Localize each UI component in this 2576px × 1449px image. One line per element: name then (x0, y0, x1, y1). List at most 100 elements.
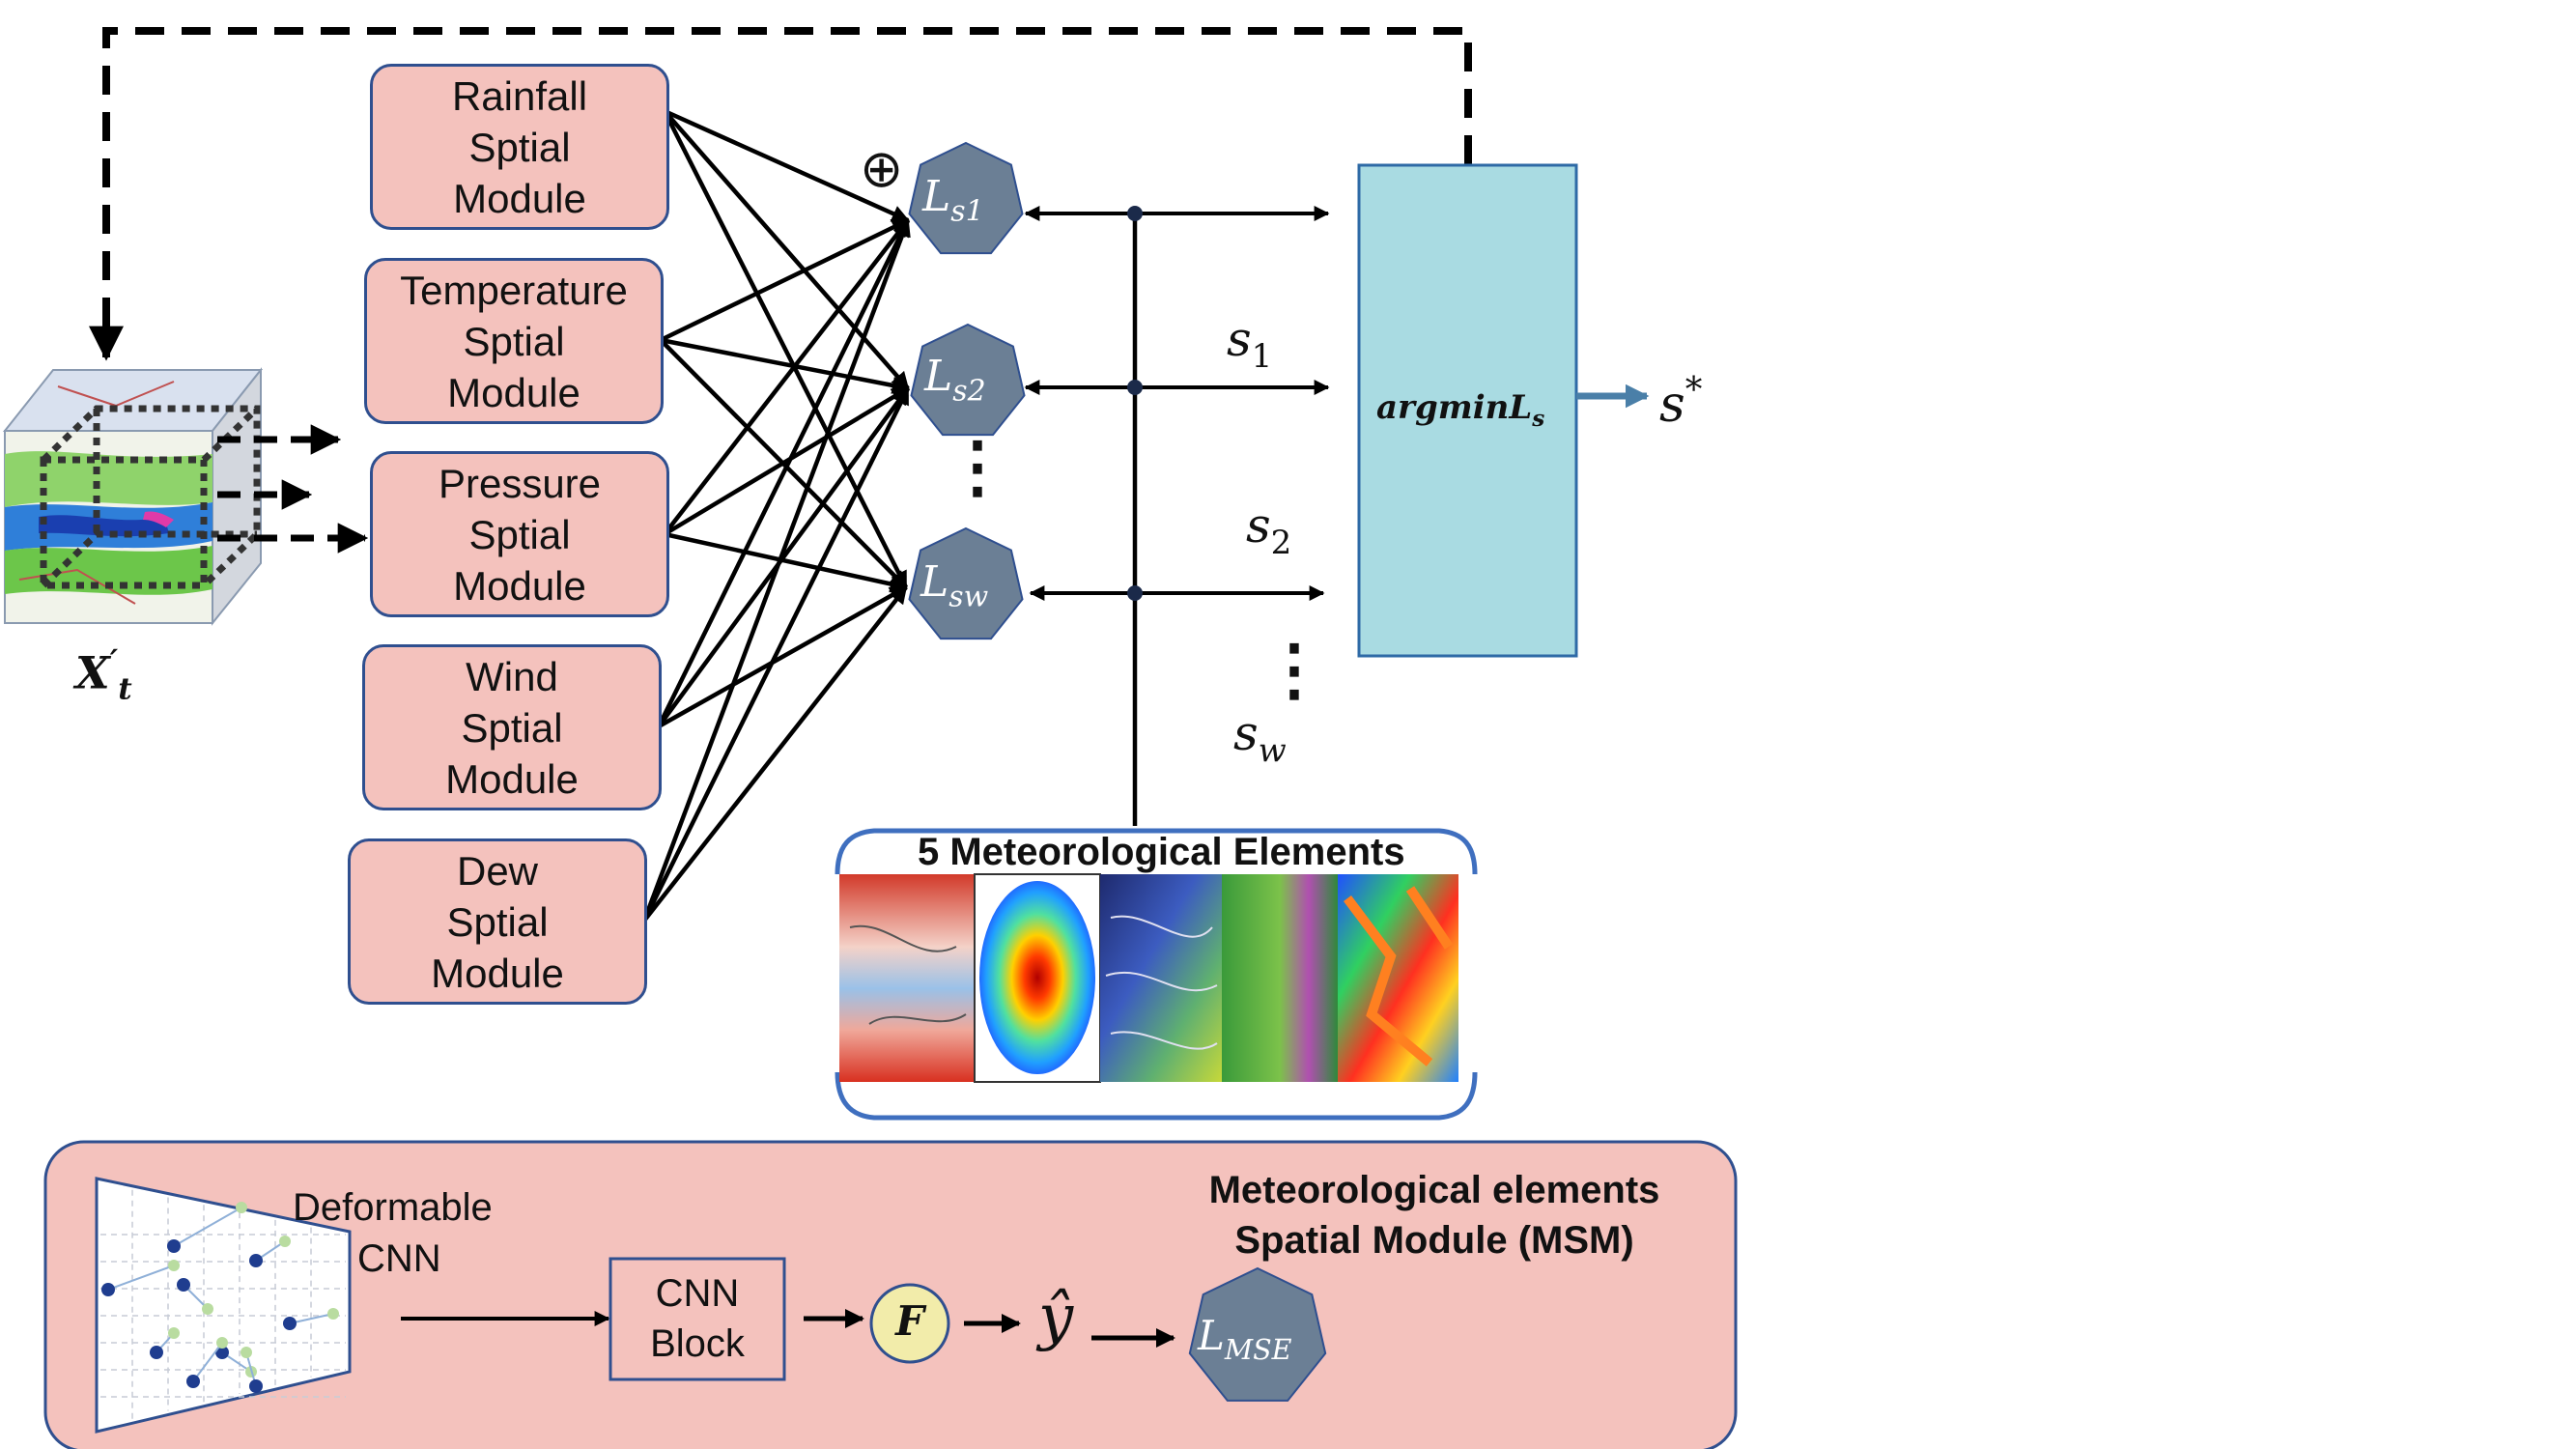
wind-module: Wind Sptial Module (362, 644, 662, 810)
deformed-sample-dot (186, 1375, 200, 1388)
argmin-box (1357, 163, 1578, 658)
deformed-sample-dot (249, 1254, 263, 1267)
loss-node-2 (910, 323, 1026, 437)
cnn-block-line: Block (650, 1322, 745, 1365)
deformed-sample-dot (283, 1317, 297, 1330)
connection-line (641, 218, 911, 922)
yhat-symbol: ŷ (1038, 1282, 1074, 1353)
cnn-block-line: CNN (655, 1272, 740, 1315)
module-label: Sptial (463, 318, 565, 364)
connection-line (660, 217, 910, 343)
meteo-map-1 (839, 874, 975, 1082)
rainfall-module: Rainfall Sptial Module (370, 64, 669, 230)
connection-line (663, 386, 910, 536)
connection-line (662, 109, 909, 589)
module-label: Module (431, 950, 564, 996)
f-symbol: F (895, 1297, 924, 1345)
grid-sample-dot (279, 1236, 291, 1247)
grid-sample-dot (216, 1337, 228, 1349)
meteo-map-4 (1222, 874, 1338, 1082)
loss-label-s1: Ls1 (922, 172, 984, 229)
grid-sample-dot (202, 1303, 213, 1315)
module-label: Rainfall (451, 72, 588, 119)
msm-title: Meteorological elements Spatial Module (… (1193, 1165, 1676, 1265)
cnn-block-box (609, 1257, 786, 1381)
connection-line (660, 337, 910, 394)
input-arrows (217, 424, 369, 554)
msm-title-line: Meteorological elements (1208, 1169, 1660, 1211)
module-label: Module (447, 369, 580, 415)
deformed-sample-dot (177, 1278, 190, 1292)
deformable-label-2: CNN (357, 1237, 441, 1280)
meteo-panel-title: 5 Meteorological Elements (918, 831, 1405, 873)
connection-line (656, 218, 911, 727)
module-label: Sptial (446, 898, 549, 945)
connection-line (663, 109, 910, 390)
loss-nodes (908, 141, 1026, 640)
dew-module: Dew Sptial Module (348, 838, 647, 1005)
module-label: Pressure (438, 460, 602, 506)
module-label: Module (453, 562, 586, 609)
optimal-s-label: s* (1659, 370, 1703, 435)
grid-sample-dot (327, 1308, 339, 1320)
deformed-sample-dot (215, 1346, 229, 1359)
offset-arrow (173, 1207, 242, 1247)
module-label: Sptial (468, 124, 571, 170)
connection-line (657, 585, 908, 728)
output-s1: s1 (1227, 311, 1273, 376)
loss-label-sw: Lsw (920, 557, 989, 614)
module-label: Sptial (461, 704, 563, 751)
output-sw: sw (1233, 705, 1287, 770)
connection-line (657, 386, 910, 728)
module-label: Module (445, 755, 579, 802)
deformed-sample-dot (249, 1379, 263, 1393)
meteo-elements-panel (835, 828, 1478, 1121)
loss-node-1 (908, 141, 1024, 255)
mse-label: LMSE (1198, 1312, 1292, 1366)
offset-arrow (107, 1264, 175, 1291)
loss-node-3 (908, 526, 1024, 640)
f-circle (869, 1283, 950, 1364)
grid-sample-dot (236, 1202, 247, 1213)
input-data-cube (2, 367, 264, 626)
deformable-label-1: Deformable (293, 1186, 493, 1229)
deformed-sample-dot (101, 1283, 115, 1296)
deformed-sample-dot (150, 1346, 163, 1359)
temperature-module: Temperature Sptial Module (364, 258, 664, 424)
grid-sample-dot (168, 1260, 180, 1271)
argmin-label: argminLs (1376, 388, 1545, 433)
connection-line (664, 531, 908, 593)
loss-label-s2: Ls2 (924, 352, 986, 409)
grid-sample-dot (168, 1327, 180, 1339)
module-label: Temperature (400, 267, 628, 313)
deformable-cnn-diagram (95, 1177, 352, 1434)
module-label: Wind (466, 653, 558, 699)
input-label: X′t (75, 642, 132, 707)
output-arrows (1024, 206, 1330, 601)
sum-symbol: ⊕ (860, 138, 904, 199)
grid-sample-dot (241, 1347, 252, 1358)
connection-line (641, 386, 911, 922)
module-label: Sptial (468, 511, 571, 557)
connection-line (664, 108, 910, 223)
msm-title-line: Spatial Module (MSM) (1234, 1219, 1634, 1262)
mse-loss-node (1188, 1266, 1327, 1402)
offset-arrow (289, 1313, 334, 1324)
offset-arrow (192, 1342, 223, 1382)
output-s2: s2 (1246, 497, 1292, 562)
module-label: Dew (456, 847, 539, 894)
cnn-block-label: CNN Block (610, 1268, 784, 1369)
pressure-module: Pressure Sptial Module (370, 451, 669, 617)
module-loss-connections (641, 108, 911, 923)
loss-vdots: ⋮ (944, 429, 1011, 504)
meteo-map-3 (1100, 874, 1222, 1082)
connection-line (663, 218, 910, 536)
deformed-sample-dot (167, 1239, 181, 1253)
module-label: Module (453, 175, 586, 221)
output-vdots: ⋮ (1260, 632, 1328, 707)
connection-line (642, 585, 908, 923)
feedback-loop (89, 27, 1472, 361)
bus-junction-dots (1127, 206, 1143, 601)
